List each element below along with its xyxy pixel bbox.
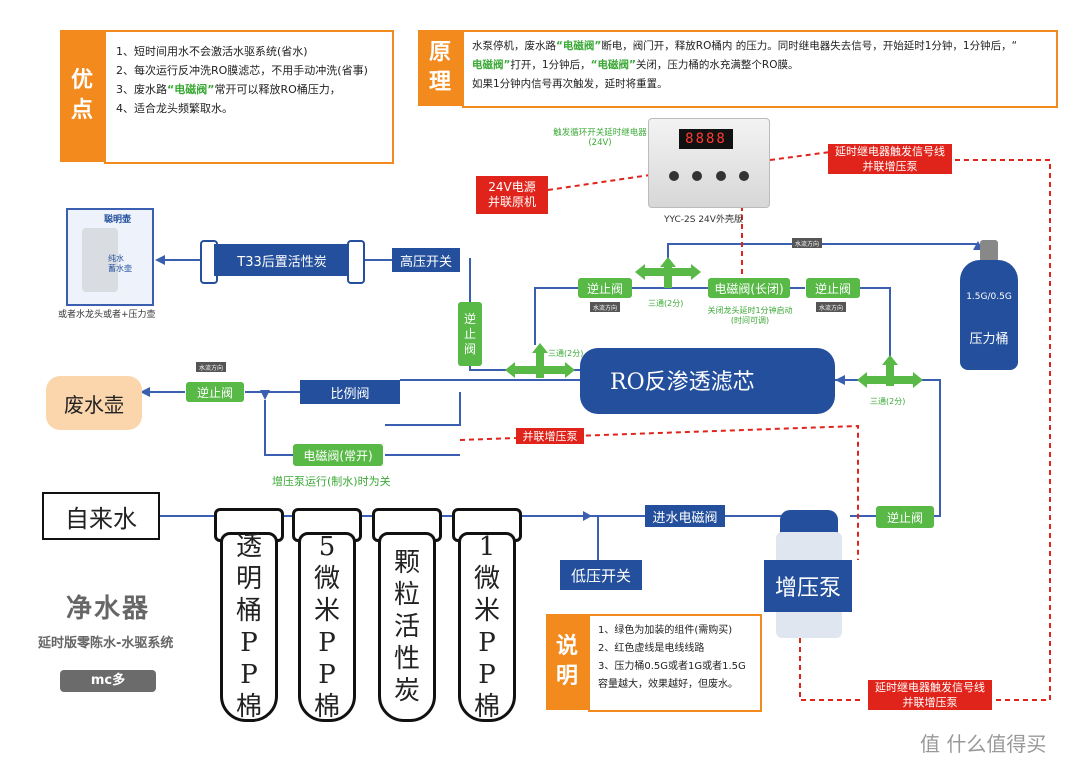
solenoid-closed-note: 关闭龙头延时1分钟启动(时间可调) bbox=[707, 306, 793, 325]
solenoid-open-note: 增压泵运行(制水)时为关 bbox=[272, 475, 391, 488]
principle-panel: 水泵停机，废水路“电磁阀”断电，阀门开，释放RO桶内 的压力。同时继电器失去信号… bbox=[462, 30, 1058, 108]
solenoid-valve-normally-closed: 电磁阀(长闭) bbox=[708, 278, 790, 298]
relay-display: 8888 bbox=[679, 129, 733, 149]
t33-filter: T33后置活性炭 bbox=[200, 238, 365, 284]
tank-capacity: 1.5G/0.5G bbox=[966, 292, 1012, 302]
parallel-pump-label: 并联增压泵 bbox=[516, 428, 584, 444]
kettle-title: 聪明壶 bbox=[104, 215, 132, 225]
advantages-tag: 优 点 bbox=[60, 30, 104, 162]
check-valve-vertical: 逆止阀 bbox=[458, 302, 482, 366]
brand-author: mc多 bbox=[60, 670, 156, 692]
ro-label: RO反渗透滤芯 bbox=[610, 370, 755, 395]
kettle-frame: 聪明壶 纯水蓄水壶 bbox=[66, 208, 154, 306]
pressure-tank: 1.5G/0.5G 压力桶 bbox=[960, 240, 1018, 372]
check-valve-top-left: 逆止阀 bbox=[578, 278, 632, 298]
high-pressure-switch: 高压开关 bbox=[392, 248, 460, 272]
notes-tag-char-2: 明 bbox=[555, 664, 578, 689]
tee-label-b: 三通(2分) bbox=[648, 299, 684, 308]
principle-line: 如果1分钟内信号再次触发，延时将重置。 bbox=[472, 78, 668, 90]
ro-membrane: RO反渗透滤芯 bbox=[580, 348, 835, 414]
principle-line: 水泵停机，废水路“电磁阀”断电，阀门开，释放RO桶内 的压力。同时继电器失去信号… bbox=[472, 40, 1018, 52]
ratio-valve: 比例阀 bbox=[300, 380, 400, 404]
kettle-inner-label: 纯水蓄水壶 bbox=[108, 254, 132, 273]
brand-title: 净水器 bbox=[66, 594, 151, 624]
tee-label-a: 三通(2分) bbox=[548, 349, 584, 358]
solenoid-valve-normally-open: 电磁阀(常开) bbox=[293, 444, 383, 466]
relay-model: YYC-2S 24V外壳版 bbox=[664, 215, 743, 225]
advantage-item: 4、适合龙头频繁取水。 bbox=[116, 102, 233, 115]
check-valve-inlet: 逆止阀 bbox=[876, 506, 934, 528]
tank-label: 压力桶 bbox=[969, 332, 1009, 347]
flow-tag: 水流方向 bbox=[816, 302, 846, 312]
principle-tag: 原 理 bbox=[418, 30, 462, 106]
note-item: 容量越大，效果越好，但废水。 bbox=[598, 679, 738, 690]
advantages-panel: 1、短时间用水不会激活水驱系统(省水) 2、每次运行反冲洗RO膜滤芯，不用手动冲… bbox=[104, 30, 394, 164]
advantage-item: 2、每次运行反冲洗RO膜滤芯，不用手动冲洗(省事) bbox=[116, 64, 368, 77]
flow-tag: 水流方向 bbox=[792, 238, 822, 248]
t33-label: T33后置活性炭 bbox=[214, 244, 350, 276]
advantage-item: 3、废水路“电磁阀”常开可以释放RO桶压力， bbox=[116, 83, 341, 96]
low-pressure-switch: 低压开关 bbox=[560, 560, 642, 590]
waste-kettle: 废水壶 bbox=[46, 376, 142, 430]
notes-panel: 1、绿色为加装的组件(需购买) 2、红色虚线是电线线路 3、压力桶0.5G或者1… bbox=[588, 614, 762, 712]
principle-tag-char-2: 理 bbox=[428, 70, 451, 95]
check-valve-top-right: 逆止阀 bbox=[806, 278, 860, 298]
power-supply-box: 24V电源并联原机 bbox=[476, 176, 548, 214]
booster-label: 增压泵 bbox=[764, 560, 852, 612]
inlet-solenoid-valve: 进水电磁阀 bbox=[645, 505, 725, 527]
note-item: 3、压力桶0.5G或者1G或者1.5G bbox=[598, 661, 746, 672]
relay-buttons bbox=[669, 171, 749, 183]
tee-label-c: 三通(2分) bbox=[870, 397, 906, 406]
notes-tag-char-1: 说 bbox=[555, 634, 578, 659]
tap-water: 自来水 bbox=[42, 492, 160, 540]
brand-subtitle: 延时版零陈水-水驱系统 bbox=[38, 636, 174, 651]
check-valve-waste: 逆止阀 bbox=[186, 382, 244, 402]
principle-line: 电磁阀”打开，1分钟后，“电磁阀”关闭，压力桶的水充满整个RO膜。 bbox=[472, 59, 799, 71]
filter-granular-carbon: 颗粒活性炭 bbox=[378, 532, 436, 722]
notes-tag: 说 明 bbox=[546, 614, 588, 710]
kettle-body bbox=[82, 228, 118, 292]
relay-caption: 触发循环开关延时继电器 (24V) bbox=[553, 128, 647, 148]
note-item: 2、红色虚线是电线线路 bbox=[598, 643, 705, 654]
watermark: 值 什么值得买 bbox=[920, 732, 1047, 756]
flow-tag: 水流方向 bbox=[590, 302, 620, 312]
relay-device: 8888 bbox=[648, 118, 770, 208]
advantages-tag-char-1: 优 bbox=[70, 68, 93, 93]
advantages-tag-char-2: 点 bbox=[70, 98, 93, 123]
kettle-caption: 或者水龙头或者+压力壶 bbox=[58, 310, 156, 320]
signal-wire-box-top: 延时继电器触发信号线并联增压泵 bbox=[828, 144, 952, 174]
flow-tag: 水流方向 bbox=[196, 362, 226, 372]
principle-tag-char-1: 原 bbox=[428, 40, 451, 65]
signal-wire-box-bottom: 延时继电器触发信号线并联增压泵 bbox=[868, 680, 992, 710]
note-item: 1、绿色为加装的组件(需购买) bbox=[598, 625, 733, 636]
advantage-item: 1、短时间用水不会激活水驱系统(省水) bbox=[116, 45, 308, 58]
booster-pump: 增压泵 bbox=[764, 510, 854, 640]
